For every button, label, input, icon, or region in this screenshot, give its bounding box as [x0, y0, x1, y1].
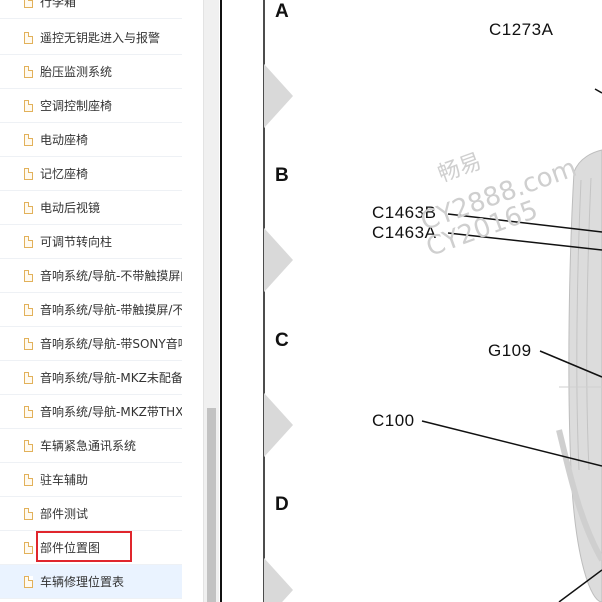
tree-item-component-location[interactable]: 部件位置图 — [0, 531, 182, 565]
grid-arrow-b — [264, 228, 293, 292]
leader-line-c1463a — [447, 232, 602, 251]
document-icon — [24, 473, 33, 486]
tree-item-climate-seats[interactable]: 空调控制座椅 — [0, 89, 182, 123]
leader-line-g109 — [539, 350, 602, 378]
tree-item-tire-pressure[interactable]: 胎压监测系统 — [0, 55, 182, 89]
document-icon — [24, 167, 33, 180]
sidebar-scrollbar[interactable] — [203, 0, 219, 602]
navigation-tree: 行李箱 遥控无钥匙进入与报警 胎压监测系统 空调控制座椅 电动座椅 记忆座椅 电… — [0, 0, 203, 602]
tree-item-audio-nav-mkz-no-thx[interactable]: 音响系统/导航-MKZ未配备T — [0, 361, 182, 395]
tree-item-emergency-communication[interactable]: 车辆紧急通讯系统 — [0, 429, 182, 463]
leader-line-c1463b — [447, 213, 602, 233]
tree-item-audio-nav-sony[interactable]: 音响系统/导航-带SONY音响的 — [0, 327, 182, 361]
grid-arrow-c — [264, 393, 293, 457]
vehicle-component-shape — [568, 149, 602, 602]
document-icon — [24, 269, 33, 282]
callout-c1463a: C1463A — [372, 223, 437, 242]
grid-row-d: D — [275, 494, 289, 515]
tree-item-audio-nav-touch[interactable]: 音响系统/导航-带触摸屏/不带 — [0, 293, 182, 327]
grid-arrow-a — [264, 64, 293, 128]
document-icon — [24, 541, 33, 554]
tree-item-parking-aid[interactable]: 驻车辅助 — [0, 463, 182, 497]
tree-item-power-seats[interactable]: 电动座椅 — [0, 123, 182, 157]
callout-c1463b: C1463B — [372, 203, 437, 222]
tree-item-memory-seats[interactable]: 记忆座椅 — [0, 157, 182, 191]
grid-row-c: C — [275, 330, 289, 351]
document-icon — [24, 507, 33, 520]
tree-item-power-mirrors[interactable]: 电动后视镜 — [0, 191, 182, 225]
document-icon — [24, 575, 33, 588]
tree-item-audio-nav-no-touch[interactable]: 音响系统/导航-不带触摸屏的 — [0, 259, 182, 293]
document-icon — [24, 65, 33, 78]
document-icon — [24, 31, 33, 44]
document-icon — [24, 439, 33, 452]
document-icon — [24, 337, 33, 350]
tree-item-keyless-entry-alarm[interactable]: 遥控无钥匙进入与报警 — [0, 21, 182, 55]
document-icon — [24, 133, 33, 146]
callout-g109: G109 — [488, 341, 532, 360]
document-icon — [24, 201, 33, 214]
document-icon — [24, 405, 33, 418]
tree-item-adjustable-steering-column[interactable]: 可调节转向柱 — [0, 225, 182, 259]
document-icon — [24, 371, 33, 384]
document-icon — [24, 235, 33, 248]
document-icon — [24, 99, 33, 112]
tree-item-audio-nav-mkz-thx[interactable]: 音响系统/导航-MKZ带THX — [0, 395, 182, 429]
tree-item-trunk[interactable]: 行李箱 — [0, 0, 182, 19]
grid-row-b: B — [275, 165, 289, 186]
component-diagram — [220, 0, 602, 602]
diagram-viewer: A B C D C1273A C1463B C1463A G109 C100 畅… — [219, 0, 602, 602]
leader-line-c100 — [421, 420, 602, 467]
tree-item-repair-location-table[interactable]: 车辆修理位置表 — [0, 565, 182, 599]
scrollbar-thumb[interactable] — [207, 408, 216, 602]
document-icon — [24, 303, 33, 316]
callout-c100: C100 — [372, 411, 415, 430]
grid-row-a: A — [275, 1, 289, 22]
grid-arrow-d — [264, 558, 293, 602]
callout-c1273a: C1273A — [489, 20, 554, 39]
document-icon — [24, 0, 33, 8]
tree-item-component-test[interactable]: 部件测试 — [0, 497, 182, 531]
